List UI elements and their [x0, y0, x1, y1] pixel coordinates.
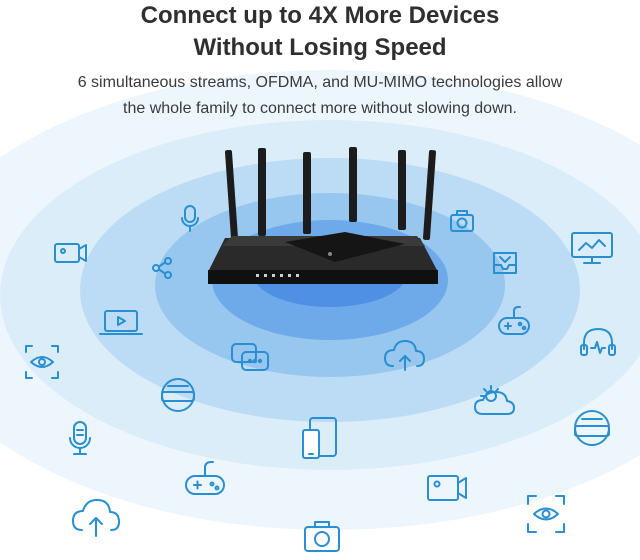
vr-headset-icon: [161, 378, 195, 412]
share-icon: [152, 257, 172, 279]
eye-scan-icon: [527, 495, 565, 533]
microphone-icon: [181, 205, 199, 232]
gamepad-icon: [185, 461, 225, 495]
headline-line-1: Connect up to 4X More Devices: [140, 2, 500, 29]
vr-headset-icon: [574, 410, 610, 446]
camera-icon: [450, 210, 474, 232]
description-line-1: 6 simultaneous streams, OFDMA, and MU-MI…: [77, 74, 563, 91]
microphone-icon: [69, 421, 91, 455]
chat-icon: [231, 343, 269, 371]
tray-icon: [493, 252, 517, 274]
cloud-upload-icon: [384, 340, 425, 371]
coverage-rings: [0, 70, 640, 530]
router-leds: [256, 274, 299, 277]
weather-icon: [474, 385, 515, 415]
cloud-upload-icon: [72, 499, 120, 537]
headline: Connect up to 4X More Devices Without Lo…: [0, 0, 640, 64]
gamepad-icon: [498, 306, 530, 335]
router: [208, 147, 438, 284]
monitor-icon: [571, 232, 613, 264]
phone-tablet-icon: [302, 417, 337, 459]
video-camera-icon: [427, 475, 467, 501]
description: 6 simultaneous streams, OFDMA, and MU-MI…: [0, 70, 640, 122]
laptop-icon: [99, 310, 143, 335]
router-antennas: [225, 147, 436, 241]
eye-scan-icon: [25, 345, 59, 379]
description-line-2: the whole family to connect more without…: [123, 100, 517, 117]
video-camera-icon: [54, 243, 87, 263]
headline-line-2: Without Losing Speed: [193, 34, 447, 61]
headset-icon: [580, 328, 616, 356]
camera-icon: [304, 521, 340, 552]
